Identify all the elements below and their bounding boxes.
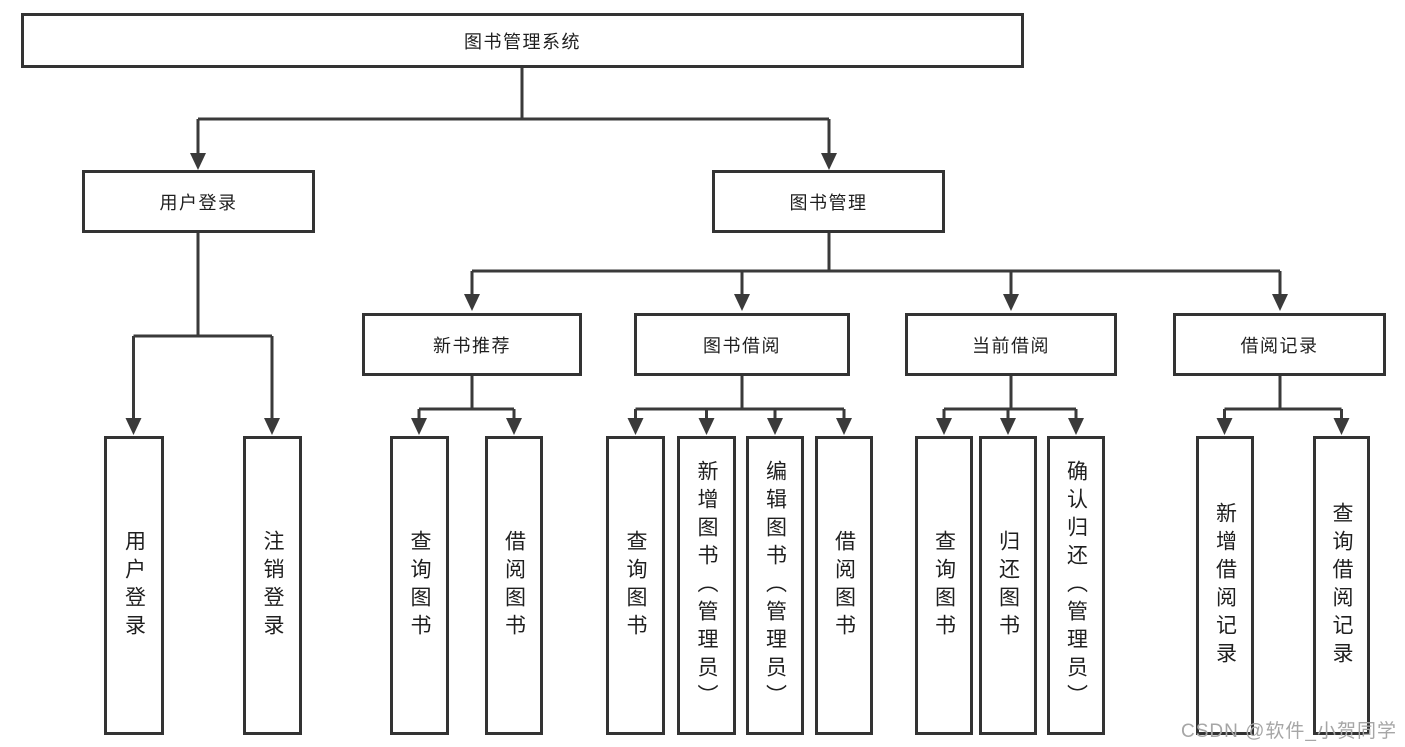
arrow-down-icon	[627, 418, 644, 435]
arrow-down-icon	[1216, 418, 1233, 435]
leaf-borrow-books-recommend: 借阅图书	[485, 436, 543, 735]
leaf-borrow-books: 借阅图书	[815, 436, 873, 735]
leaf-label: 归还图书	[996, 529, 1020, 642]
leaf-label: 用户登录	[122, 529, 146, 642]
arrow-down-icon	[411, 418, 427, 435]
leaf-query-borrow-record: 查询借阅记录	[1313, 436, 1370, 735]
leaf-query-books-current: 查询图书	[915, 436, 973, 735]
arrow-down-icon	[836, 418, 852, 435]
node-borrow-records: 借阅记录	[1173, 313, 1386, 376]
watermark: CSDN @软件_小贺同学	[1181, 721, 1397, 742]
arrow-down-icon	[936, 418, 952, 435]
leaf-edit-books-admin: 编辑图书（管理员）	[746, 436, 804, 735]
arrow-down-icon	[464, 294, 480, 311]
leaf-label: 新增借阅记录	[1213, 501, 1237, 670]
leaf-query-books-recommend: 查询图书	[390, 436, 449, 735]
leaf-add-books-admin: 新增图书（管理员）	[677, 436, 736, 735]
leaf-label: 借阅图书	[502, 529, 526, 642]
arrow-down-icon	[698, 418, 715, 435]
arrow-down-icon	[734, 294, 750, 311]
arrow-down-icon	[1000, 418, 1016, 435]
connector-borrow-records-branch	[1216, 376, 1350, 435]
node-label: 当前借阅	[972, 335, 1050, 356]
node-library-management-system: 图书管理系统	[21, 13, 1024, 68]
arrow-down-icon	[1272, 294, 1288, 311]
arrow-down-icon	[125, 418, 142, 435]
arrow-down-icon	[264, 418, 280, 435]
node-label: 新书推荐	[433, 335, 511, 356]
connector-book-borrow-branch	[627, 376, 852, 435]
connector-user-login-branch	[125, 233, 280, 435]
node-book-management: 图书管理	[712, 170, 945, 233]
leaf-label: 借阅图书	[832, 529, 856, 642]
node-label: 借阅记录	[1240, 335, 1319, 356]
leaf-query-books-borrow: 查询图书	[606, 436, 665, 735]
leaf-label: 注销登录	[261, 529, 285, 642]
arrow-down-icon	[190, 153, 206, 170]
leaf-label: 查询图书	[624, 529, 648, 642]
leaf-label: 确认归还（管理员）	[1064, 459, 1088, 712]
leaf-return-books: 归还图书	[979, 436, 1037, 735]
connector-root-to-level2	[190, 68, 837, 170]
connector-book-management-branch	[464, 233, 1288, 311]
arrow-down-icon	[1003, 294, 1019, 311]
leaf-user-login: 用户登录	[104, 436, 164, 735]
arrow-down-icon	[506, 418, 522, 435]
node-label: 图书管理系统	[464, 31, 581, 52]
leaf-label: 查询图书	[408, 529, 432, 642]
arrow-down-icon	[821, 153, 837, 170]
node-new-book-recommend: 新书推荐	[362, 313, 582, 376]
node-label: 图书管理	[789, 192, 868, 213]
arrow-down-icon	[1068, 418, 1084, 435]
node-label: 图书借阅	[703, 335, 781, 356]
node-book-borrow: 图书借阅	[634, 313, 850, 376]
arrow-down-icon	[1333, 418, 1350, 435]
leaf-label: 新增图书（管理员）	[695, 459, 719, 712]
leaf-label: 查询图书	[932, 529, 956, 642]
leaf-logout: 注销登录	[243, 436, 302, 735]
leaf-confirm-return-admin: 确认归还（管理员）	[1047, 436, 1105, 735]
connector-new-book-branch	[411, 376, 522, 435]
node-user-login: 用户登录	[82, 170, 315, 233]
node-current-borrow: 当前借阅	[905, 313, 1117, 376]
leaf-label: 编辑图书（管理员）	[763, 459, 787, 712]
arrow-down-icon	[767, 418, 783, 435]
connector-current-borrow-branch	[936, 376, 1084, 435]
node-label: 用户登录	[159, 192, 238, 213]
leaf-label: 查询借阅记录	[1330, 501, 1354, 670]
leaf-add-borrow-record: 新增借阅记录	[1196, 436, 1254, 735]
